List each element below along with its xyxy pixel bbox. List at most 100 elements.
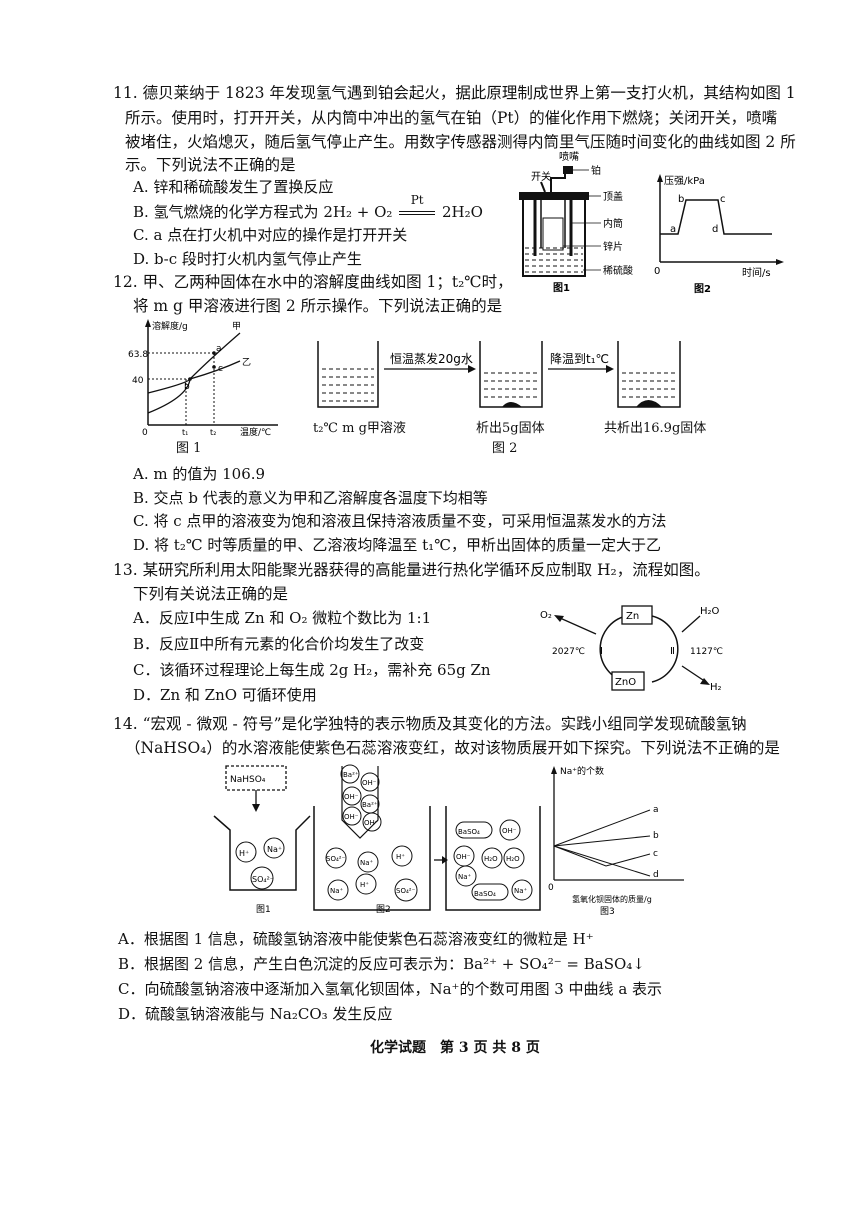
q14-fig2b-na-1: Na⁺ <box>458 873 472 881</box>
q12-fig1-point-c: c <box>218 364 223 374</box>
q14-fig1-na: Na⁺ <box>267 845 282 854</box>
q11-line4: 示。下列说法不正确的是 <box>125 156 296 174</box>
q14-fig2b-h2o-1: H₂O <box>484 855 498 863</box>
q14-fig2b-oh-1: OH⁻ <box>502 827 517 835</box>
q13-temp1-label: 2027℃ <box>552 647 585 657</box>
q11-option-d: D. b-c 段时打火机内氢气停止产生 <box>133 250 362 268</box>
q14-fig2-oh-3: OH⁻ <box>344 813 359 821</box>
q14-fig1-box: NaHSO₄ <box>230 775 266 785</box>
q13-option-b: B．反应Ⅱ中所有元素的化合价均发生了改变 <box>133 635 425 653</box>
q12-fig2-caption: 图 2 <box>492 441 518 456</box>
q11-fig2-point-b: b <box>678 194 684 205</box>
q14-fig2b-na-2: Na⁺ <box>514 887 528 895</box>
q11-option-b-product: 2H₂O <box>441 203 483 221</box>
q11-line1: 11. 德贝莱纳于 1823 年发现氢气遇到铂会起火，据此原理制成世界上第一支打… <box>113 84 796 102</box>
q12-option-d: D. 将 t₂℃ 时等质量的甲、乙溶液均降温至 t₁℃，甲析出固体的质量一定大于… <box>133 536 661 554</box>
q13-option-d: D．Zn 和 ZnO 可循环使用 <box>133 686 317 704</box>
q12-fig1-ylabel: 溶解度/g <box>152 320 188 332</box>
q14-fig2-ba-1: Ba²⁺ <box>343 771 359 779</box>
q11-fig2-point-d: d <box>712 224 718 235</box>
q14-fig1-caption: 图1 <box>256 904 271 915</box>
q14-line1: 14. “宏观 - 微观 - 符号”是化学独特的表示物质及其变化的方法。实践小组… <box>113 715 747 733</box>
q12-solubility-chart: 溶解度/g 甲 乙 63.8 40 t₁ t₂ 0 温度/℃ a b c <box>128 319 278 438</box>
q12-option-c: C. 将 c 点甲的溶液变为饱和溶液且保持溶液质量不变，可采用恒温蒸发水的方法 <box>133 512 667 530</box>
q14-fig3-xlabel: 氢氧化钡固体的质量/g <box>572 894 652 904</box>
q12-fig1-point-a: a <box>216 344 222 354</box>
q11-option-a: A. 锌和稀硫酸发生了置换反应 <box>133 178 334 196</box>
q14-fig3-curve-d: d <box>653 870 659 880</box>
q11-catalyst-label: Pt <box>410 193 424 207</box>
q13-cycle-diagram: Zn ZnO O₂ H₂O H₂ 2027℃ Ⅰ Ⅱ 1127℃ <box>540 605 723 693</box>
q14-fig3-origin: 0 <box>548 883 554 893</box>
q11-fig1-nozzle-label: 喷嘴 <box>559 151 579 163</box>
q13-h2o-label: H₂O <box>700 606 720 617</box>
q11-fig1-zinc-label: 锌片 <box>603 240 623 253</box>
q11-fig1-acid-label: 稀硫酸 <box>603 264 633 277</box>
q11-line2: 所示。使用时，打开开关，从内筒中冲出的氢气在铂（Pt）的催化作用下燃烧；关闭开关… <box>125 109 778 127</box>
q12-fig1-t2: t₂ <box>210 428 216 437</box>
q12-fig1-y2: 40 <box>132 376 144 386</box>
q14-fig3-ylabel: Na⁺的个数 <box>560 765 604 777</box>
q11-fig2-point-c: c <box>720 194 726 205</box>
q11-fig1-switch-label: 开关 <box>531 170 551 183</box>
page-footer: 化学试题 第 3 页 共 8 页 <box>370 1040 540 1056</box>
q14-fig1-h: H⁺ <box>239 849 249 858</box>
q11-lighter-diagram: 开关 喷嘴 铂 顶盖 内筒 锌片 稀硫酸 图1 <box>519 151 633 293</box>
q11-option-c: C. a 点在打火机中对应的操作是打开开关 <box>133 226 408 244</box>
q14-option-c: C．向硫酸氢钠溶液中逐渐加入氢氧化钡固体，Na⁺的个数可用图 3 中曲线 a 表… <box>118 980 663 998</box>
q11-fig2-ylabel: 压强/kPa <box>664 175 705 187</box>
q14-fig2-ba-2: Ba²⁺ <box>362 801 378 809</box>
q13-option-c: C．该循环过程理论上每生成 2g H₂，需补充 65g Zn <box>133 661 491 679</box>
q12-fig1-xlabel: 温度/℃ <box>240 426 271 438</box>
q14-fig2b-oh-2: OH⁻ <box>456 853 471 861</box>
q14-fig3-curve-a: a <box>653 805 659 815</box>
q11-option-b: B. 氢气燃烧的化学方程式为 2H₂ + O₂ Pt 2H₂O <box>133 193 483 222</box>
q11-line3: 被堵住，火焰熄灭，随后氢气停止产生。用数字传感器测得内筒里气压随时间变化的曲线如… <box>125 133 796 151</box>
q12-line1: 12. 甲、乙两种固体在水中的溶解度曲线如图 1；t₂℃时， <box>113 273 513 291</box>
q12-beaker2-label: 析出5g固体 <box>476 421 545 436</box>
q13-o2-label: O₂ <box>540 610 552 621</box>
q13-line2: 下列有关说法正确的是 <box>133 585 289 603</box>
q14-fig2b-h2o-2: H₂O <box>506 855 520 863</box>
q12-fig1-jia: 甲 <box>232 321 241 332</box>
q12-option-b: B. 交点 b 代表的意义为甲和乙溶解度各温度下均相等 <box>133 489 488 507</box>
q11-pressure-chart: 压强/kPa 时间/s 0 a b c d 图2 <box>654 174 784 295</box>
q14-fig2-so4-1: SO₄²⁻ <box>326 855 346 863</box>
q11-fig1-caption: 图1 <box>553 282 570 293</box>
q14-ion-diagrams: NaHSO₄ H⁺ Na⁺ SO₄²⁻ 图1 Ba²⁺ OH⁻ OH⁻ Ba²⁺… <box>213 764 684 917</box>
q14-fig2b-baso4-2: BaSO₄ <box>474 890 496 898</box>
q14-option-a: A．根据图 1 信息，硫酸氢钠溶液中能使紫色石蕊溶液变红的微粒是 H⁺ <box>118 930 594 948</box>
q13-option-a: A．反应Ⅰ中生成 Zn 和 O₂ 微粒个数比为 1:1 <box>133 609 432 627</box>
q12-process-diagram: 恒温蒸发20g水 降温到t₁℃ <box>317 341 681 408</box>
q14-fig2-na-2: Na⁺ <box>330 887 344 895</box>
q13-line1: 13. 某研究所利用太阳能聚光器获得的高能量进行热化学循环反应制取 H₂，流程如… <box>113 561 710 579</box>
q14-option-b: B．根据图 2 信息，产生白色沉淀的反应可表示为：Ba²⁺ + SO₄²⁻ = … <box>118 955 645 973</box>
q12-step1-label: 恒温蒸发20g水 <box>390 351 473 366</box>
q14-fig2-na-1: Na⁺ <box>360 859 374 867</box>
q14-option-d: D．硫酸氢钠溶液能与 Na₂CO₃ 发生反应 <box>118 1005 393 1023</box>
q12-fig1-origin: 0 <box>142 428 148 438</box>
q11-fig1-pt-label: 铂 <box>591 164 601 177</box>
q11-option-b-text: B. 氢气燃烧的化学方程式为 2H₂ + O₂ <box>133 203 393 221</box>
q13-reaction1-label: Ⅰ <box>600 646 603 657</box>
q12-option-a: A. m 的值为 106.9 <box>133 465 266 483</box>
q11-fig2-origin: 0 <box>654 266 660 277</box>
q14-fig3-curve-b: b <box>653 831 659 841</box>
q14-fig2-oh-4: OH⁻ <box>364 819 379 827</box>
q14-fig2b-baso4-1: BaSO₄ <box>458 828 480 836</box>
q12-fig1-y1: 63.8 <box>128 350 148 360</box>
q14-line2: （NaHSO₄）的水溶液能使紫色石蕊溶液变红，故对该物质展开如下探究。下列说法不… <box>125 739 780 757</box>
q14-fig2-caption: 图2 <box>376 904 391 915</box>
q12-beaker1-label: t₂℃ m g甲溶液 <box>313 421 406 436</box>
q11-fig1-inner-label: 内筒 <box>603 217 623 230</box>
q11-fig2-xlabel: 时间/s <box>742 266 771 279</box>
q13-reaction2-label: Ⅱ <box>670 646 675 657</box>
q13-zn-box: Zn <box>626 611 639 622</box>
q14-fig2-so4-2: SO₄²⁻ <box>396 887 416 895</box>
q14-fig2-oh-1: OH⁻ <box>362 779 377 787</box>
q12-fig1-t1: t₁ <box>182 428 188 437</box>
q14-fig2-h-1: H⁺ <box>396 853 405 861</box>
q14-fig3-curve-c: c <box>653 849 658 859</box>
q11-reaction-arrow: Pt <box>397 193 437 222</box>
q12-beaker3-label: 共析出16.9g固体 <box>604 421 707 436</box>
